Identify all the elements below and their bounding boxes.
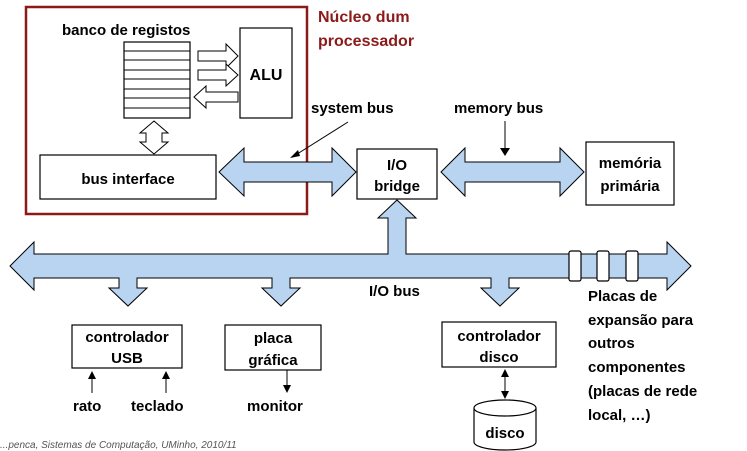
register-bus-interface-arrow (138, 120, 170, 155)
svg-text:componentes: componentes (588, 359, 686, 376)
disk-controller-line1: controlador (457, 328, 540, 345)
system-bus-arrow (218, 146, 357, 198)
svg-text:(placas de rede: (placas de rede (588, 383, 697, 400)
register-bank-label: banco de registos (62, 22, 190, 39)
usb-controller-line2: USB (111, 350, 143, 367)
expansion-slots (568, 250, 639, 282)
disk-cylinder (473, 399, 537, 451)
disk-controller-line2: disco (479, 349, 518, 366)
io-bridge-line2: bridge (374, 178, 420, 195)
svg-text:expansão para: expansão para (588, 312, 694, 329)
graphics-card-box (224, 324, 322, 371)
expansion-note: Placas de expansão para outros component… (588, 288, 697, 424)
io-bus-arrow (9, 199, 692, 307)
io-bridge-line1: I/O (387, 157, 407, 174)
io-bus-label: I/O bus (369, 283, 420, 300)
alu-label: ALU (250, 67, 283, 84)
graphics-card-line1: placa (254, 330, 293, 347)
system-bus-label: system bus (311, 100, 394, 117)
main-memory-line1: memória (599, 155, 662, 172)
alu-box (239, 27, 293, 119)
disk-controller-box (441, 321, 557, 368)
bus-interface-label: bus interface (81, 171, 174, 188)
keyboard-label: teclado (131, 398, 184, 415)
register-bank (123, 41, 191, 119)
core-title-line2: processador (318, 33, 414, 50)
svg-text:Placas de: Placas de (588, 288, 657, 305)
graphics-card-line2: gráfica (248, 352, 298, 369)
svg-text:outros: outros (588, 335, 635, 352)
memory-bus-label: memory bus (454, 100, 543, 117)
svg-text:local, …): local, …) (588, 407, 651, 424)
memory-bus-arrow (440, 146, 585, 198)
footer-credit: ...penca, Sistemas de Computação, UMinho… (0, 440, 237, 451)
bus-interface-box (39, 154, 217, 200)
main-memory-box (585, 141, 675, 206)
io-bridge-box (356, 148, 438, 200)
register-alu-arrows (193, 42, 239, 110)
processor-core-box (24, 5, 309, 216)
mouse-label: rato (73, 398, 101, 415)
core-title-line1: Núcleo dum (318, 9, 410, 26)
main-memory-line2: primária (600, 178, 660, 195)
disk-label: disco (485, 425, 524, 442)
monitor-label: monitor (247, 398, 303, 415)
usb-controller-line1: controlador (85, 329, 168, 346)
usb-controller-box (71, 324, 183, 369)
system-bus-pointer (293, 121, 349, 157)
